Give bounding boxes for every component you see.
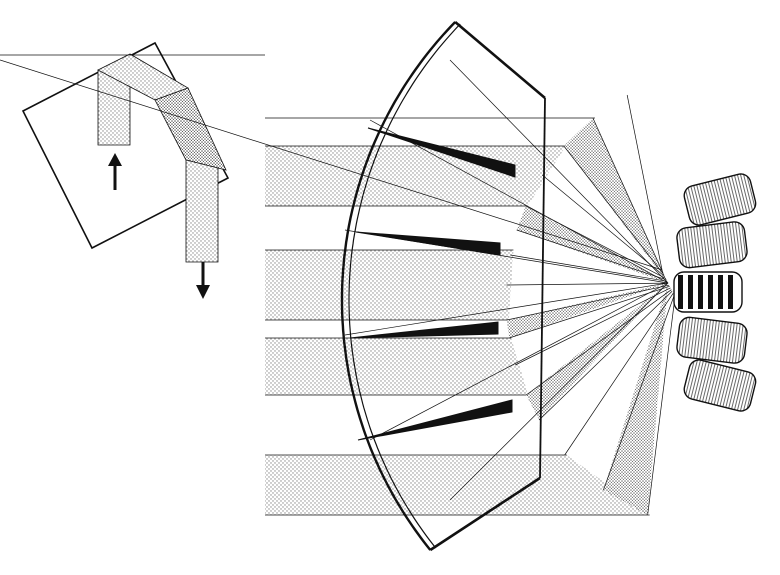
detector-cell	[676, 316, 748, 364]
converging-ray	[538, 290, 673, 421]
converging-ray	[647, 296, 676, 516]
converging-ray	[449, 59, 669, 284]
mirror-segment	[349, 321, 499, 339]
segmented-mirror-group	[340, 21, 546, 552]
converging-ray	[369, 119, 669, 284]
converging-ray	[563, 145, 665, 275]
detector-body	[676, 221, 748, 269]
detector-body	[683, 359, 757, 412]
converging-ray	[626, 94, 663, 272]
converging-ray	[592, 117, 664, 274]
converging-ray	[525, 289, 672, 396]
converging-rays-group	[0, 59, 676, 516]
input-beams-group	[0, 54, 650, 516]
converging-beam	[603, 283, 668, 515]
detector-array-group	[673, 173, 757, 412]
mirror-bottom-edge	[429, 476, 541, 552]
converging-ray	[564, 293, 674, 456]
detector-active-bar	[708, 275, 713, 309]
converging-beam	[563, 118, 668, 283]
converging-ray	[508, 285, 670, 339]
converging-ray	[603, 295, 675, 491]
detector-cell	[676, 221, 748, 269]
input-beam	[265, 455, 650, 515]
detector-active-bar	[678, 275, 683, 309]
mirror-segment	[355, 231, 501, 256]
input-beam	[265, 338, 529, 395]
converging-ray	[510, 254, 668, 282]
detector-cell	[673, 271, 743, 313]
detector-cell	[683, 359, 757, 412]
converging-ray	[0, 59, 662, 270]
primary-mirror-arc-inner	[348, 23, 461, 549]
detector-active-bar	[728, 275, 733, 309]
converging-ray	[541, 174, 665, 277]
converging-ray	[344, 282, 669, 336]
converging-beam	[506, 283, 668, 338]
mirror-segment	[357, 399, 513, 441]
detector-cell	[683, 173, 757, 226]
mirror-right-edge	[539, 97, 546, 479]
converging-ray	[516, 229, 667, 281]
converging-ray	[449, 282, 669, 501]
converging-beam	[526, 283, 668, 420]
mirror-segment	[367, 127, 516, 178]
detector-body	[676, 316, 748, 364]
converging-ray	[506, 284, 670, 321]
converging-beam	[516, 206, 668, 283]
primary-mirror-arc	[340, 21, 457, 551]
detector-active-bar	[718, 275, 723, 309]
input-beam	[265, 146, 566, 206]
prism-beam-out	[185, 159, 219, 263]
up-arrow-icon	[108, 153, 122, 190]
mirror-top-edge	[454, 21, 546, 99]
detector-body	[683, 173, 757, 226]
prism-beam-reflect-side	[154, 87, 227, 171]
converging-ray	[369, 282, 669, 441]
detector-active-bar	[698, 275, 703, 309]
input-beam	[265, 250, 514, 320]
down-arrow-icon	[196, 262, 210, 299]
prism-group	[21, 41, 230, 299]
detector-active-bar	[688, 275, 693, 309]
converging-ray	[506, 282, 669, 286]
